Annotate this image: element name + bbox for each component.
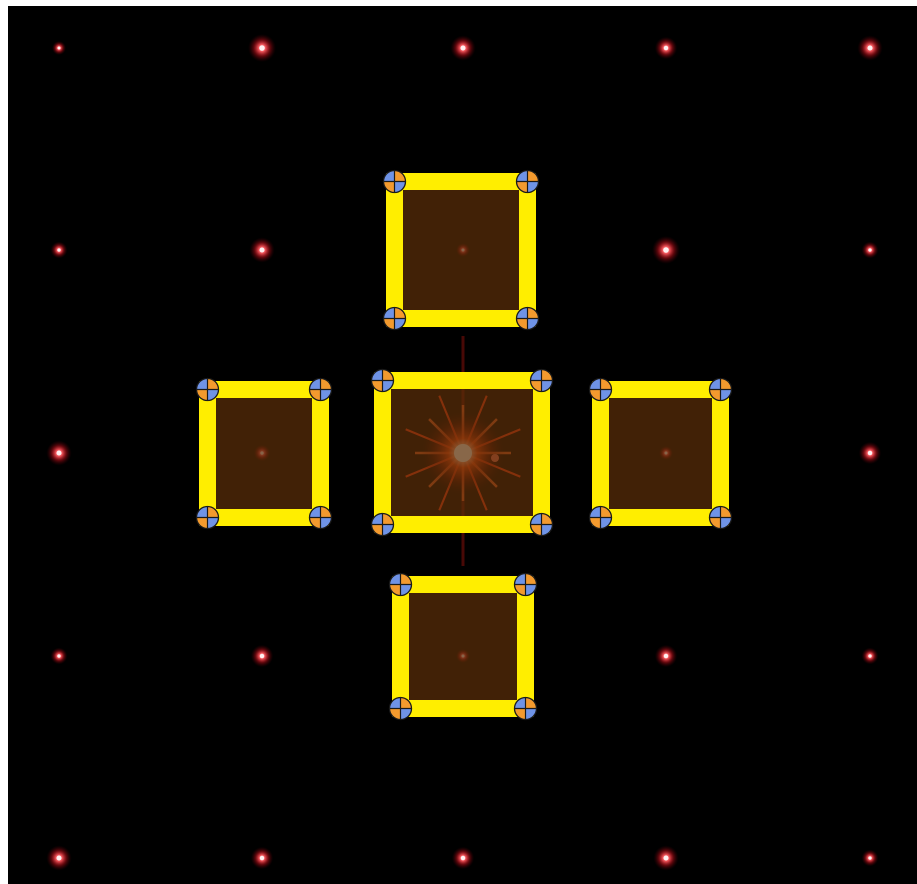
diffraction-spot — [859, 442, 881, 464]
diffraction-spot — [862, 850, 879, 867]
resize-handle-icon[interactable] — [390, 574, 412, 596]
diffraction-spot — [655, 645, 677, 667]
resize-handle-icon[interactable] — [197, 507, 219, 529]
resize-handle-icon[interactable] — [710, 507, 732, 529]
roi-right[interactable] — [590, 379, 732, 529]
resize-handle-icon[interactable] — [531, 514, 553, 536]
diffraction-spot — [857, 35, 882, 60]
roi-top[interactable] — [384, 171, 539, 330]
resize-handle-icon[interactable] — [310, 379, 332, 401]
diffraction-spot — [653, 845, 678, 870]
diffraction-spot — [46, 845, 71, 870]
diffraction-spot — [52, 41, 66, 55]
resize-handle-icon[interactable] — [531, 370, 553, 392]
diffraction-spot — [655, 37, 677, 59]
diffraction-spot — [652, 236, 680, 264]
resize-handle-icon[interactable] — [197, 379, 219, 401]
roi-center[interactable] — [372, 370, 553, 536]
diffraction-spot — [452, 847, 474, 869]
resize-handle-icon[interactable] — [517, 171, 539, 193]
resize-handle-icon[interactable] — [515, 698, 537, 720]
diffraction-spot — [249, 237, 274, 262]
resize-handle-icon[interactable] — [710, 379, 732, 401]
diffraction-spot — [251, 645, 273, 667]
diffraction-spot — [862, 648, 879, 665]
diffraction-spot — [862, 242, 879, 259]
resize-handle-icon[interactable] — [372, 370, 394, 392]
resize-handle-icon[interactable] — [390, 698, 412, 720]
resize-handle-icon[interactable] — [384, 308, 406, 330]
diffraction-spot — [51, 648, 68, 665]
resize-handle-icon[interactable] — [515, 574, 537, 596]
roi-left[interactable] — [197, 379, 332, 529]
diffraction-spot — [46, 440, 71, 465]
diffraction-spot — [450, 35, 475, 60]
diffraction-canvas[interactable] — [8, 6, 917, 884]
resize-handle-icon[interactable] — [310, 507, 332, 529]
diffraction-spot — [248, 34, 276, 62]
resize-handle-icon[interactable] — [384, 171, 406, 193]
resize-handle-icon[interactable] — [372, 514, 394, 536]
resize-handle-icon[interactable] — [590, 507, 612, 529]
diffraction-spot — [251, 847, 273, 869]
resize-handle-icon[interactable] — [517, 308, 539, 330]
roi-layer[interactable] — [197, 171, 732, 720]
diffraction-spot — [51, 242, 68, 259]
roi-bottom[interactable] — [390, 574, 537, 720]
resize-handle-icon[interactable] — [590, 379, 612, 401]
diffraction-pattern-view[interactable] — [8, 6, 917, 884]
